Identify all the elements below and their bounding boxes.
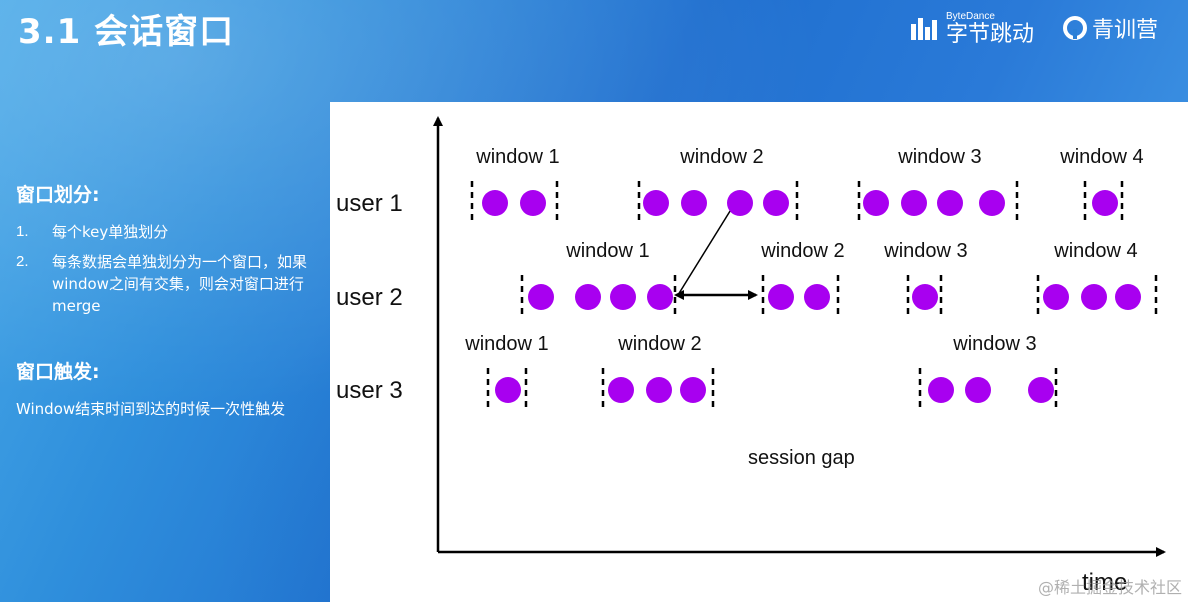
event-dot — [937, 190, 963, 216]
event-dot — [804, 284, 830, 310]
event-dot — [608, 377, 634, 403]
user-label: user 3 — [336, 377, 403, 404]
window-label: window 1 — [565, 240, 649, 262]
event-dot — [681, 190, 707, 216]
trigger-heading: 窗口触发: — [16, 361, 100, 383]
event-dot — [575, 284, 601, 310]
list-item: 1. 每个key单独划分 — [16, 221, 316, 243]
event-dot — [768, 284, 794, 310]
event-dot — [1092, 190, 1118, 216]
event-dot — [965, 377, 991, 403]
event-dot — [520, 190, 546, 216]
event-dot — [646, 377, 672, 403]
event-dot — [482, 190, 508, 216]
user-label: user 1 — [336, 190, 403, 217]
time-label: time — [1082, 569, 1127, 596]
list-number: 1. — [16, 223, 29, 240]
event-dot — [528, 284, 554, 310]
qingxun-logo: 青训营 — [1062, 12, 1158, 44]
session-gap-label: session gap — [748, 447, 855, 469]
diagram-canvas: time session gap user 1 window 1 window 2 w… — [336, 116, 1166, 596]
user-label: user 2 — [336, 284, 403, 311]
division-list: 1. 每个key单独划分 2. 每条数据会单独划分为一个窗口，如果window之… — [16, 221, 316, 317]
event-dot — [1028, 377, 1054, 403]
window-label: window 3 — [897, 146, 981, 168]
window-label: window 4 — [1053, 240, 1137, 262]
window-label: window 2 — [679, 146, 763, 168]
event-dot — [610, 284, 636, 310]
division-heading: 窗口划分: — [16, 184, 100, 206]
event-dot — [727, 190, 753, 216]
brand-bytedance: 字节跳动 — [946, 22, 1035, 47]
window-label: window 2 — [617, 333, 701, 355]
event-dot — [863, 190, 889, 216]
brand-qingxun: 青训营 — [1092, 18, 1159, 43]
qingxun-icon — [1063, 16, 1087, 40]
window-label: window 4 — [1059, 146, 1143, 168]
window-label: window 3 — [883, 240, 967, 262]
window-label: window 1 — [475, 146, 559, 168]
event-dot — [647, 284, 673, 310]
list-text: 每个key单独划分 — [52, 223, 169, 241]
trigger-text: Window结束时间到达的时候一次性触发 — [16, 400, 286, 418]
session-gap-pointer — [677, 193, 742, 296]
event-dot — [912, 284, 938, 310]
event-dot — [643, 190, 669, 216]
window-label: window 2 — [760, 240, 844, 262]
event-dot — [680, 377, 706, 403]
watermark: @稀土掘金技术社区 — [1037, 578, 1182, 597]
event-dot — [901, 190, 927, 216]
brand-bytedance-small: ByteDance — [946, 11, 995, 22]
list-number: 2. — [16, 253, 29, 270]
event-dot — [1043, 284, 1069, 310]
page-title: 3.1 会话窗口 — [18, 12, 235, 52]
window-label: window 3 — [952, 333, 1036, 355]
event-dot — [1115, 284, 1141, 310]
event-dot — [979, 190, 1005, 216]
event-dot — [928, 377, 954, 403]
bytedance-icon — [911, 18, 937, 40]
list-item: 2. 每条数据会单独划分为一个窗口，如果window之间有交集，则会对窗口进行m… — [16, 251, 316, 317]
window-label: window 1 — [464, 333, 548, 355]
event-dot — [763, 190, 789, 216]
bytedance-logo: ByteDance 字节跳动 — [910, 12, 1034, 46]
event-dot — [495, 377, 521, 403]
left-panel: 窗口划分: 1. 每个key单独划分 2. 每条数据会单独划分为一个窗口，如果w… — [16, 180, 316, 420]
list-text: 每条数据会单独划分为一个窗口，如果window之间有交集，则会对窗口进行merg… — [52, 253, 308, 315]
event-dot — [1081, 284, 1107, 310]
session-window-diagram: time session gap user 1 window 1 window 2 w… — [330, 102, 1188, 602]
